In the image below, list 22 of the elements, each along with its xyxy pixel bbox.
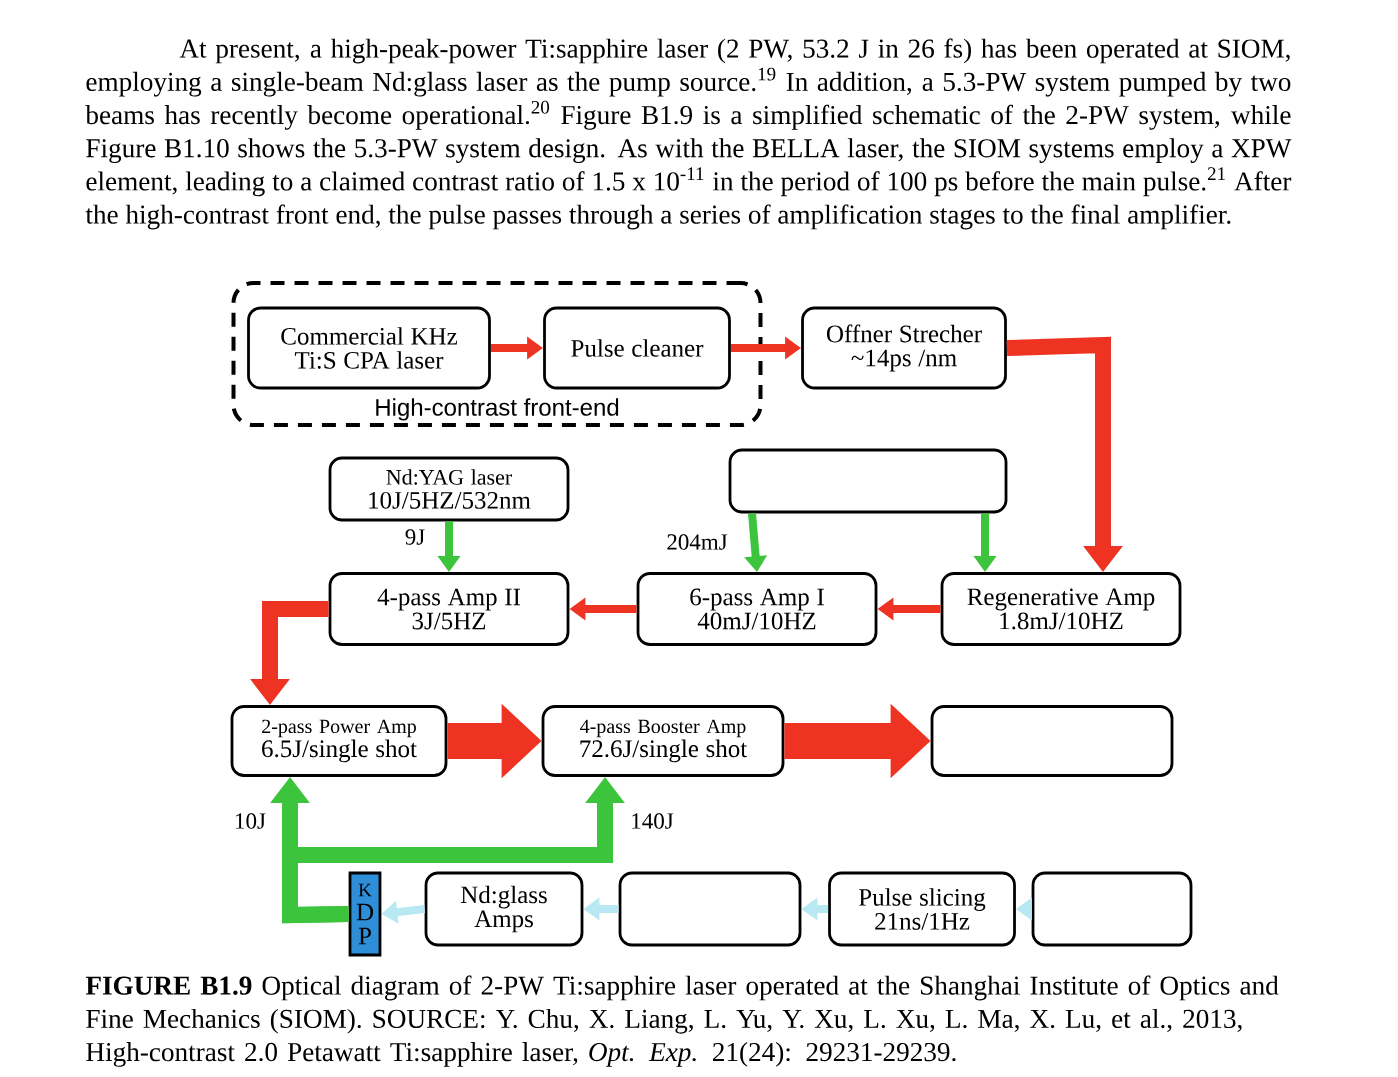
process-box: Offner Strecher ~14ps /nm	[801, 306, 1007, 390]
crystal-block: K D P	[348, 871, 382, 957]
process-box: Nd:YAG laser 10J/5HZ/532nm	[328, 456, 570, 522]
empty-box	[1031, 871, 1193, 947]
process-box: Commercial KHz Ti:S CPA laser	[247, 306, 491, 390]
edge-label: 140J	[628, 811, 676, 831]
edge-label: 204mJ	[664, 532, 730, 552]
empty-box	[930, 705, 1174, 777]
process-box: Pulse slicing 21ns/1Hz	[828, 871, 1016, 947]
empty-box	[618, 871, 802, 947]
edge-label: 10J	[232, 811, 268, 831]
process-box: Nd:glass Amps	[424, 871, 584, 947]
figure-caption: FIGURE B1.9 Optical diagram of 2-PW Ti:sapphire laser operated at the Shanghai Institute of Optics and Fine Mechanics (SIOM). SOURCE: Y. Chu, X. Liang, L. Yu, Y. Xu, L. Xu, L. Ma, X. Lu, et al., 2013, High-contrast 2.0 Petawatt Ti:sapphire laser, Opt. Exp. 21(24): 29231-29239.	[85, 975, 1279, 1067]
process-box: Regenerative Amp 1.8mJ/10HZ	[940, 572, 1182, 646]
process-box: Pulse cleaner	[543, 306, 731, 390]
process-box: 4-pass Amp II 3J/5HZ	[328, 572, 570, 646]
process-box: 6-pass Amp I 40mJ/10HZ	[636, 572, 878, 646]
empty-box	[728, 448, 1008, 514]
edge-label: 9J	[402, 527, 428, 547]
process-box: 2-pass Power Amp 6.5J/single shot	[230, 705, 448, 777]
process-box: 4-pass Booster Amp 72.6J/single shot	[541, 705, 785, 777]
body-paragraph: At present, a high-peak-power Ti:sapphire laser (2 PW, 53.2 J in 26 fs) has been operated at SIOM, employing a single-beam Nd:glass laser as the pump source.$^{19}$ In addition, a 5.3-PW system pumped by two beams has recently become operational.$^{20}$ Figure B1.9 is a simplified schematic of the 2-PW system, while Figure B1.10 shows the 5.3-PW system design. As with the BELLA laser, the SIOM systems employ a XPW element, leading to a claimed contrast ratio of 1.5 x 10$^{-11}$ in the period of 100 ps before the main pulse.$^{21}$ After the high-contrast front end, the pulse passes through a series of amplification stages to the final amplifier.	[85, 38, 1292, 230]
